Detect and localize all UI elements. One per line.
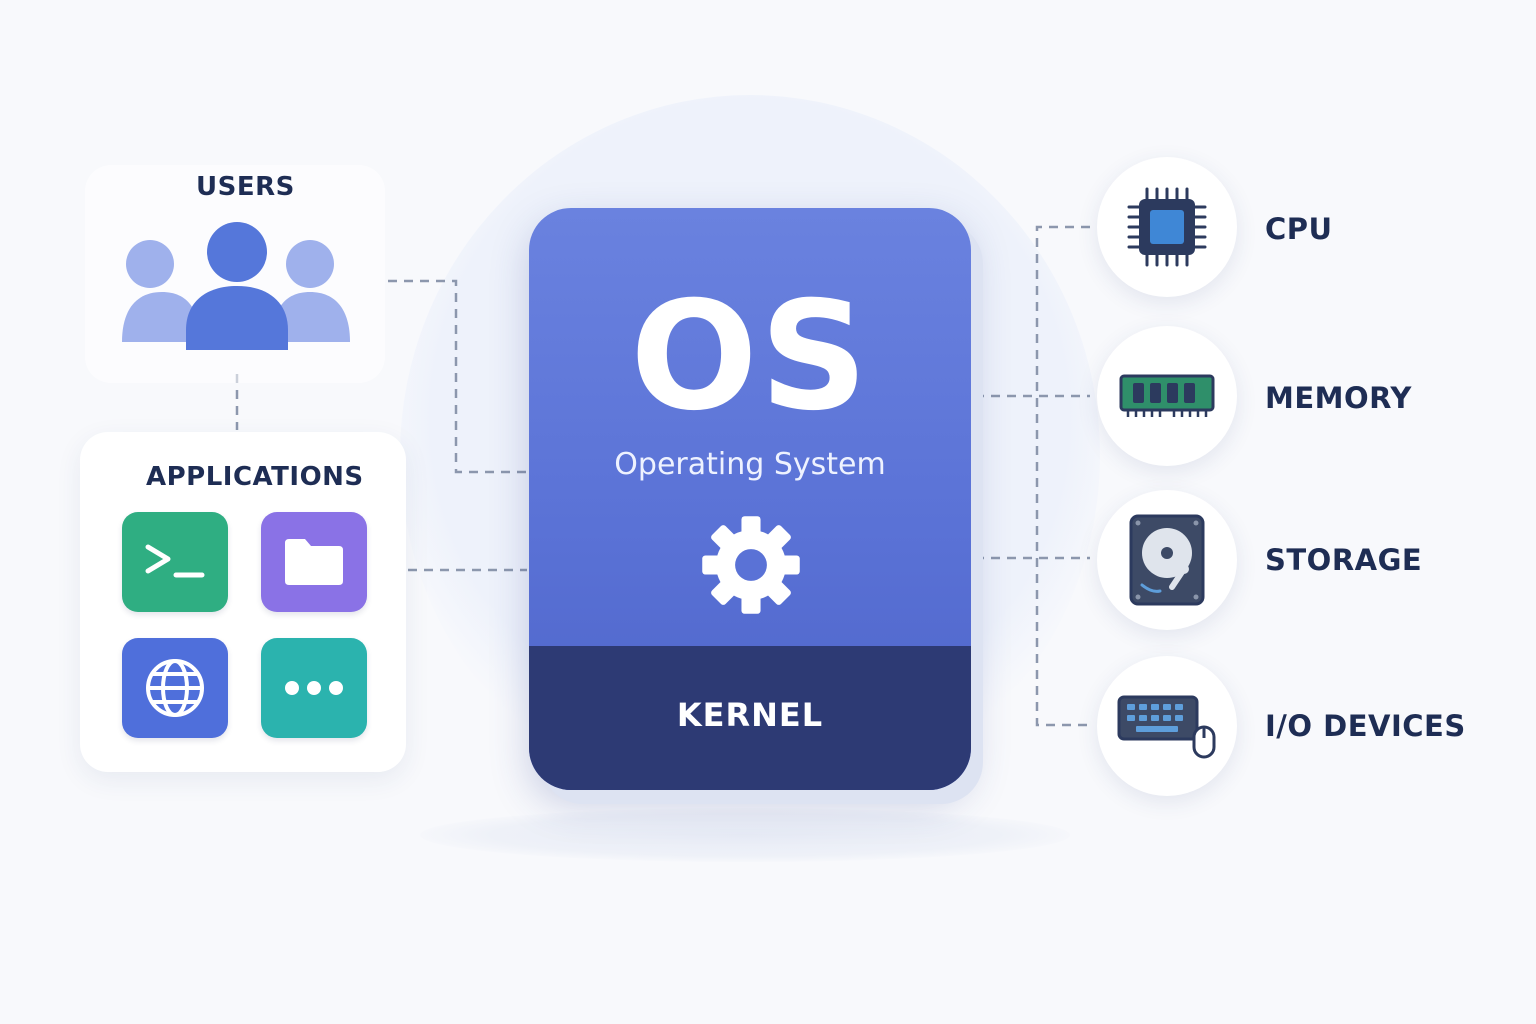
storage-label: STORAGE: [1265, 543, 1423, 577]
os-subtitle: Operating System: [614, 447, 886, 482]
cpu-label: CPU: [1265, 212, 1333, 246]
users-to-os-connector: [388, 279, 527, 474]
keyboard-mouse-icon: [1117, 695, 1216, 759]
os-title: OS: [630, 270, 870, 444]
os-panel: [529, 208, 971, 790]
storage-node: [1097, 490, 1237, 630]
memory-label: MEMORY: [1265, 381, 1412, 415]
kernel-band: [529, 646, 971, 790]
browser-app-tile[interactable]: [122, 638, 228, 738]
folder-icon: [285, 539, 343, 585]
globe-icon: [146, 659, 204, 717]
terminal-app-tile[interactable]: [122, 512, 228, 612]
hardware-bus-line: [1035, 225, 1090, 727]
gear-icon: [702, 516, 800, 614]
io-devices-node: [1097, 656, 1237, 796]
memory-ram-icon: [1119, 374, 1215, 417]
more-apps-tile[interactable]: [261, 638, 367, 738]
applications-label: APPLICATIONS: [146, 462, 364, 492]
folder-app-tile[interactable]: [261, 512, 367, 612]
terminal-icon: [145, 544, 205, 578]
cpu-chip-icon: [1127, 187, 1207, 267]
floor-shadow: [420, 808, 1070, 862]
users-group-icon: [122, 222, 350, 350]
users-label: USERS: [196, 172, 295, 202]
more-dots-icon: [285, 681, 343, 695]
io-devices-label: I/O DEVICES: [1265, 709, 1466, 743]
kernel-label: KERNEL: [676, 696, 824, 734]
memory-node: [1097, 326, 1237, 466]
hard-drive-icon: [1129, 514, 1205, 606]
cpu-node: [1097, 157, 1237, 297]
